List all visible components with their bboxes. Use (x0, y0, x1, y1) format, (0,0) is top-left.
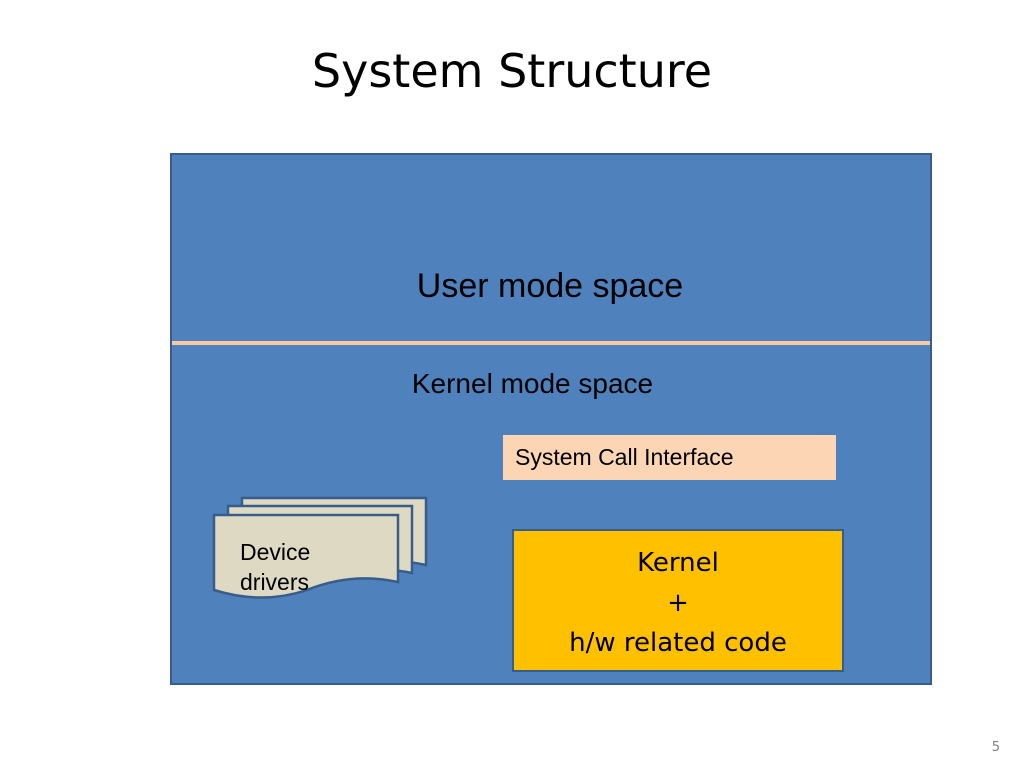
kernel-box-line: h/w related code (569, 628, 787, 658)
device-drivers-label-line: Device (240, 539, 311, 565)
kernel-mode-space-label: Kernel mode space (411, 368, 654, 399)
page-number: 5 (991, 740, 1000, 755)
device-drivers-label-line: drivers (240, 569, 310, 595)
kernel-box: Kernel + h/w related code (512, 529, 844, 672)
device-drivers-stack: Device drivers (210, 493, 430, 608)
user-kernel-divider-line (172, 341, 930, 345)
slide-title: System Structure (311, 44, 713, 98)
document-stack-icon (212, 496, 428, 599)
kernel-box-line: + (667, 588, 689, 618)
user-mode-space-label: User mode space (416, 267, 684, 305)
device-drivers-label: Device drivers (240, 537, 350, 597)
kernel-box-line: Kernel (637, 548, 719, 578)
system-call-interface-box: System Call Interface (503, 435, 836, 480)
